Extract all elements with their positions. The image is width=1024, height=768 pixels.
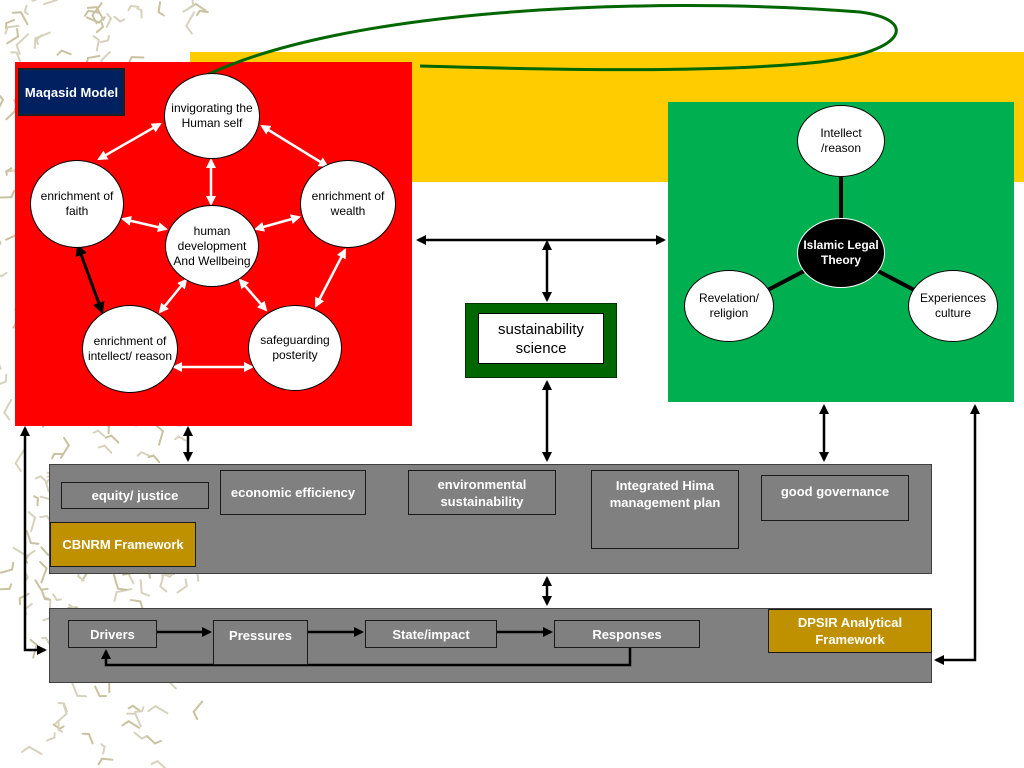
spoke-experiences — [875, 268, 919, 294]
dpsir-framework-label: DPSIR Analytical Framework — [768, 609, 932, 653]
state-impact-box: State/impact — [365, 620, 497, 648]
cbnrm-framework-label: CBNRM Framework — [50, 522, 196, 567]
good-governance-box: good governance — [761, 475, 909, 521]
node-enrichment-faith: enrichment of faith — [30, 160, 124, 248]
responses-box: Responses — [554, 620, 700, 648]
equity-justice-box: equity/ justice — [61, 482, 209, 509]
node-enrichment-wealth: enrichment of wealth — [300, 160, 396, 248]
arrow-wealth-posterity — [314, 248, 347, 308]
arrow-maqasid-dpsir — [20, 426, 47, 655]
arrow-self-wealth — [260, 124, 329, 168]
arrow-self-faith — [97, 122, 162, 161]
top-curve-connector — [204, 4, 898, 78]
node-enrichment-intellect: enrichment of intellect/ reason — [82, 305, 178, 393]
economic-efficiency-box: economic efficiency — [220, 470, 366, 515]
maqasid-model-label: Maqasid Model — [18, 68, 125, 116]
arrow-responses-drivers — [101, 646, 632, 667]
arrow-faith-intellect — [75, 243, 105, 315]
node-human-self: invigorating the Human self — [164, 73, 260, 159]
drivers-box: Drivers — [68, 620, 157, 648]
arrow-faith-center — [121, 215, 168, 233]
node-safeguarding-posterity: safeguarding posterity — [248, 305, 342, 391]
node-human-development: human development And Wellbeing — [165, 205, 259, 287]
node-revelation-religion: Revelation/ religion — [684, 270, 774, 342]
arrow-wealth-center — [254, 214, 301, 232]
environmental-sustainability-box: environmental sustainability — [408, 470, 556, 515]
spoke-revelation — [763, 268, 807, 294]
node-experiences-culture: Experiences culture — [908, 270, 998, 342]
arrow-posterity-center — [238, 278, 268, 312]
pressures-box: Pressures — [213, 620, 308, 665]
arrow-green-dpsir — [934, 404, 980, 665]
integrated-hima-box: Integrated Hima management plan — [591, 470, 739, 549]
node-islamic-legal-theory: Islamic Legal Theory — [797, 218, 885, 288]
arrow-intellect-center — [158, 278, 188, 314]
node-intellect-reason: Intellect /reason — [797, 105, 885, 177]
sustainability-science-box: sustainability science — [478, 313, 604, 364]
